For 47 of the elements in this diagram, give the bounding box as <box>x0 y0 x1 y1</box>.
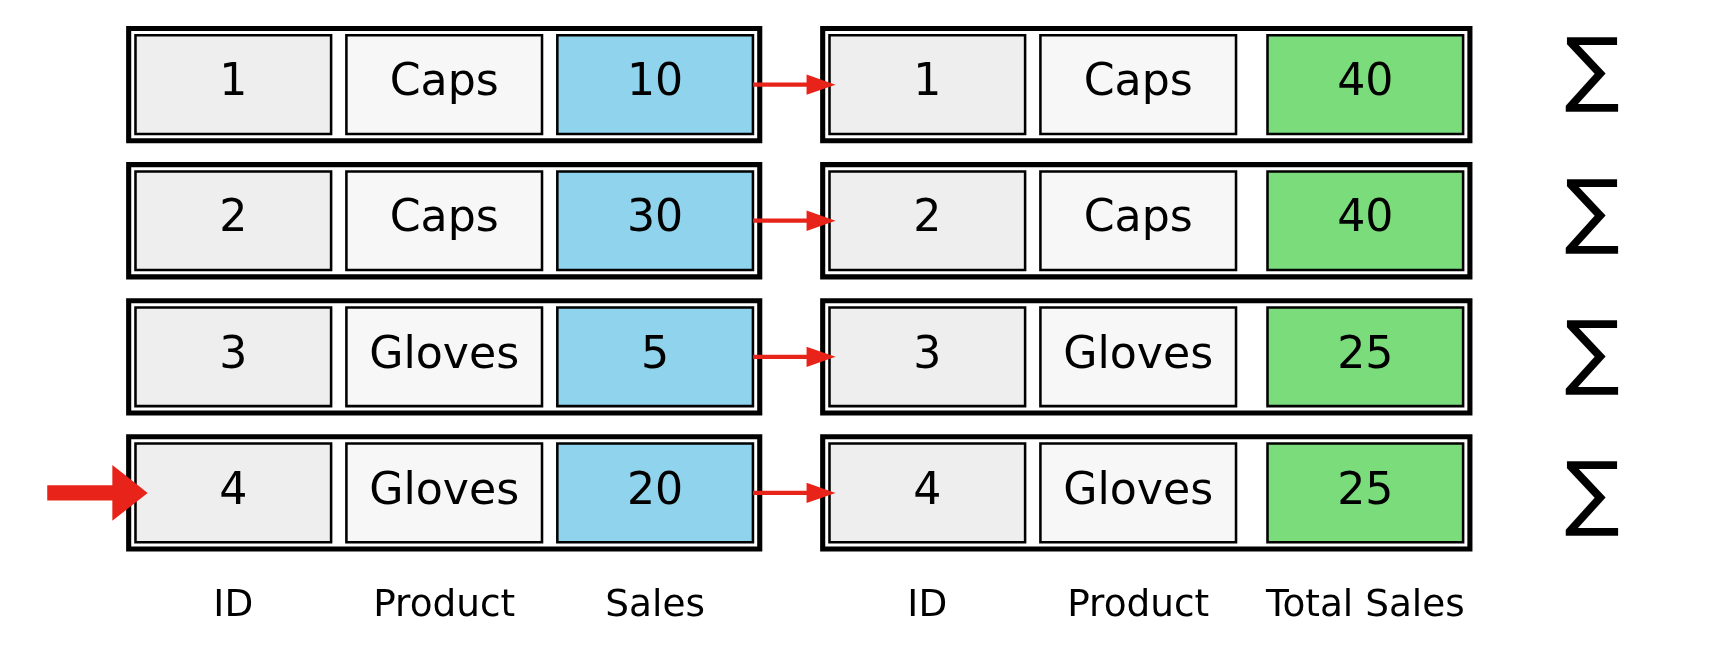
cluster <box>820 26 1473 144</box>
node-box: 3 <box>134 306 333 408</box>
node-box: 4 <box>134 442 333 544</box>
node-box: Caps <box>1039 34 1238 136</box>
arrow <box>47 465 148 521</box>
node-box: 30 <box>556 170 755 272</box>
cluster <box>126 298 763 416</box>
node-box: 1 <box>828 34 1027 136</box>
label: ID <box>907 581 948 626</box>
cluster <box>126 162 763 280</box>
node-box: Caps <box>345 34 544 136</box>
node-box: 25 <box>1266 306 1465 408</box>
label: ∑ <box>1564 161 1620 257</box>
node-box: 1 <box>134 34 333 136</box>
label: ∑ <box>1564 443 1620 539</box>
label: Total Sales <box>1265 581 1465 626</box>
node-box: 2 <box>134 170 333 272</box>
cluster <box>820 298 1473 416</box>
label: ∑ <box>1564 20 1620 116</box>
cluster <box>126 26 763 144</box>
node-box: 3 <box>828 306 1027 408</box>
cluster <box>126 434 763 552</box>
node-box: 20 <box>556 442 755 544</box>
cluster <box>820 162 1473 280</box>
node-box: 10 <box>556 34 755 136</box>
node-box: Caps <box>345 170 544 272</box>
node-box: 40 <box>1266 170 1465 272</box>
node-box: 2 <box>828 170 1027 272</box>
node-box: Gloves <box>345 306 544 408</box>
node-box: 25 <box>1266 442 1465 544</box>
arrow <box>753 210 836 231</box>
node-box: Gloves <box>345 442 544 544</box>
label: Sales <box>605 581 705 626</box>
arrow <box>753 74 836 95</box>
arrow <box>753 346 836 367</box>
node-box: Gloves <box>1039 306 1238 408</box>
node-box: Caps <box>1039 170 1238 272</box>
label: ∑ <box>1564 302 1620 398</box>
node-box: 40 <box>1266 34 1465 136</box>
label: ID <box>213 581 254 626</box>
label: Product <box>373 581 516 626</box>
node-box: Gloves <box>1039 442 1238 544</box>
node-box: 5 <box>556 306 755 408</box>
node-box: 4 <box>828 442 1027 544</box>
label: Product <box>1067 581 1210 626</box>
cluster <box>820 434 1473 552</box>
arrow <box>753 482 836 504</box>
